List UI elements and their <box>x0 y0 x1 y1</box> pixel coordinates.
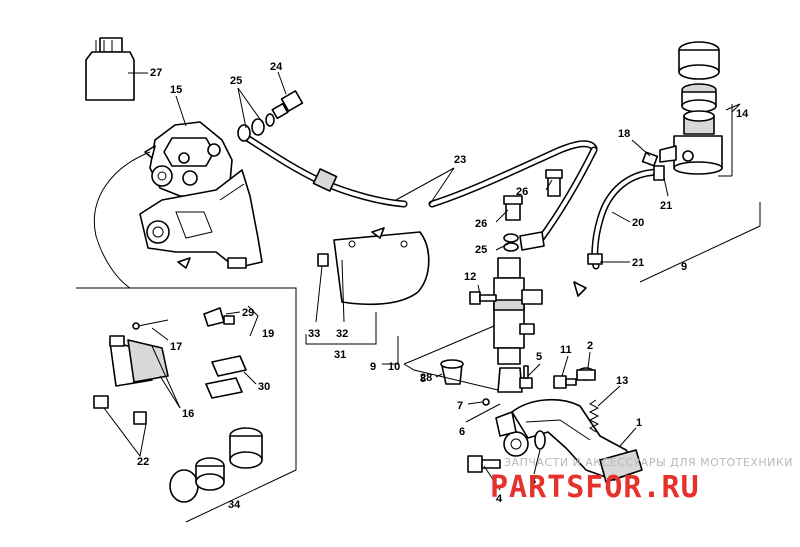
callout-19: 19 <box>262 328 274 340</box>
callout-26-bottom: 26 <box>475 218 487 230</box>
brake-hose-upper <box>240 132 598 244</box>
watermark-tagline: ЗАПЧАСТИ И АКСЕССУАРЫ ДЛЯ МОТОТЕХНИКИ <box>504 456 793 469</box>
callout-17: 17 <box>170 341 182 353</box>
callout-18: 18 <box>618 128 630 140</box>
brake-pads <box>109 335 169 387</box>
brake-caliper <box>149 121 233 197</box>
callout-11: 11 <box>560 344 572 356</box>
callout-16: 16 <box>182 408 194 420</box>
callout-34: 34 <box>228 499 241 511</box>
master-cylinder <box>493 257 543 393</box>
spacer-3 <box>534 430 546 450</box>
callout-27: 27 <box>150 67 162 79</box>
callout-21-top: 21 <box>660 200 672 212</box>
pivot-bolt-4 <box>467 455 501 473</box>
bolt-11 <box>553 375 577 389</box>
callout-14: 14 <box>736 108 749 120</box>
rubber-bush-2 <box>576 367 596 381</box>
caliper-bracket <box>139 169 263 269</box>
brake-fluid-bottle <box>85 37 135 101</box>
banjo-fittings-lower <box>503 169 563 252</box>
clip-29 <box>203 307 235 327</box>
mounting-bolt-12 <box>469 291 497 305</box>
bleed-screw-22 <box>93 395 147 425</box>
callout-21-bottom: 21 <box>632 257 644 269</box>
pin-7 <box>482 398 490 406</box>
callout-28: 28 <box>420 372 432 384</box>
callout-labels: 1 2 3 4 5 6 7 8 9 9 10 11 12 13 14 15 16… <box>137 61 749 511</box>
callout-1: 1 <box>636 417 642 429</box>
callout-9-right: 9 <box>681 261 687 273</box>
callout-2: 2 <box>587 340 593 352</box>
callout-3: 3 <box>530 475 536 487</box>
callout-5: 5 <box>536 351 542 363</box>
callout-13: 13 <box>616 375 628 387</box>
screw-33 <box>317 253 329 267</box>
dust-boot-28 <box>440 359 464 385</box>
callout-6: 6 <box>459 426 465 438</box>
watermark-logo: PARTSFOR.RU <box>490 470 700 505</box>
callout-30: 30 <box>258 381 270 393</box>
arrow-marker <box>177 257 191 269</box>
callout-26-top: 26 <box>516 186 528 198</box>
callout-10: 10 <box>388 361 400 373</box>
pad-pin-17 <box>132 319 169 330</box>
spring-plate-30 <box>205 355 247 399</box>
callout-33: 33 <box>308 328 320 340</box>
callout-32: 32 <box>336 328 348 340</box>
clevis-bolt-5 <box>519 365 533 389</box>
callout-leader-curve <box>94 151 151 289</box>
return-spring-13 <box>588 399 600 433</box>
callout-23: 23 <box>454 154 466 166</box>
callout-29: 29 <box>242 307 254 319</box>
banjo-bolt-top <box>271 90 304 120</box>
callout-20: 20 <box>632 217 644 229</box>
inset-frame <box>76 287 297 523</box>
heel-guard <box>333 227 430 306</box>
callout-31: 31 <box>334 349 346 361</box>
callout-25-top: 25 <box>230 75 242 87</box>
callout-24: 24 <box>270 61 283 73</box>
callout-12: 12 <box>464 271 476 283</box>
callout-22: 22 <box>137 456 149 468</box>
brake-pedal <box>495 398 643 483</box>
piston-seal-kit-34 <box>169 427 263 503</box>
reservoir-hose <box>573 165 665 297</box>
callout-15: 15 <box>170 84 182 96</box>
callout-8: 8 <box>420 373 426 385</box>
leader-lines <box>103 71 761 491</box>
fluid-reservoir <box>659 41 723 175</box>
callout-4: 4 <box>496 493 503 505</box>
sealing-washers-top <box>237 113 275 142</box>
reservoir-screw <box>641 151 659 167</box>
watermark: ЗАПЧАСТИ И АКСЕССУАРЫ ДЛЯ МОТОТЕХНИКИ PA… <box>490 456 793 505</box>
callout-7: 7 <box>457 400 463 412</box>
callout-9-left: 9 <box>370 361 376 373</box>
callout-25-bottom: 25 <box>475 244 487 256</box>
